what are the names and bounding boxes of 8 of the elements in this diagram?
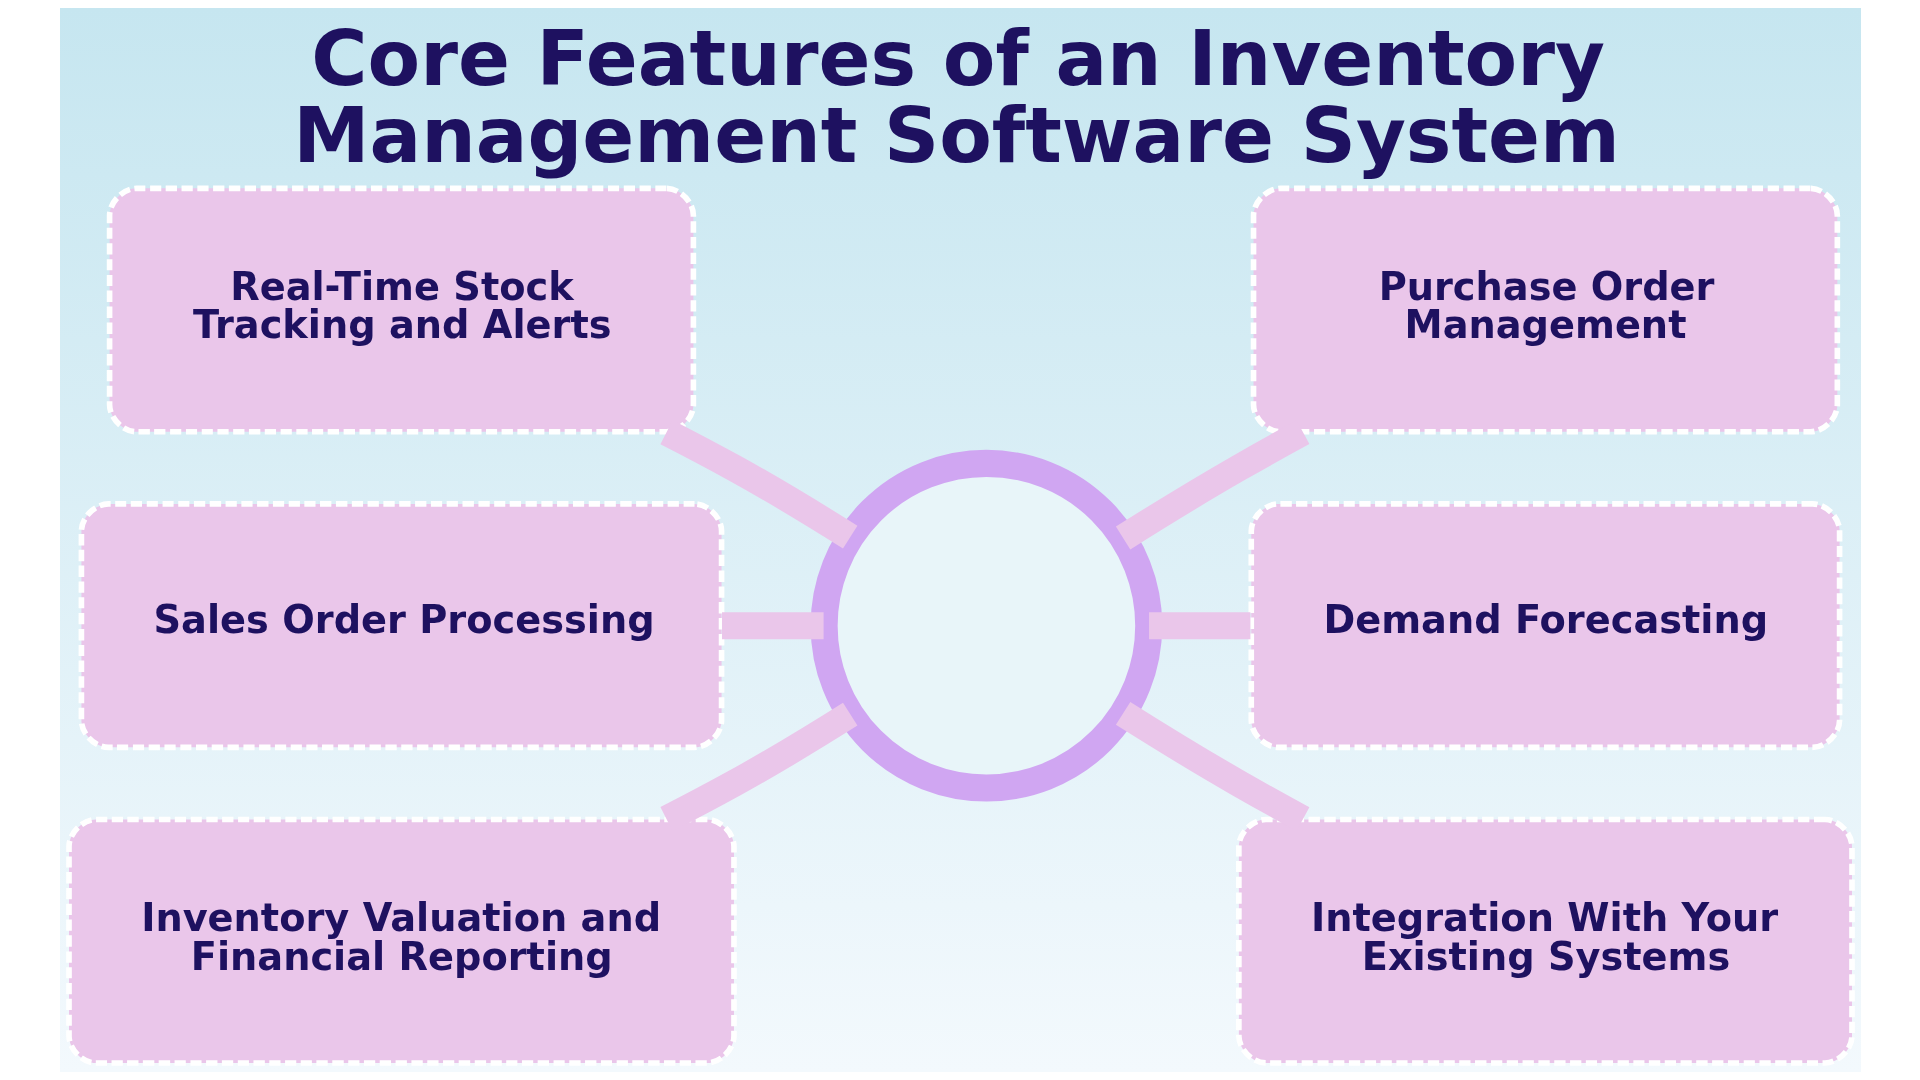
node-box: Inventory Valuation and Financial Reporting xyxy=(65,816,737,1066)
node-box: Integration With Your Existing Systems xyxy=(1235,816,1855,1066)
node-box: Sales Order Processing xyxy=(78,501,724,751)
node-circle xyxy=(810,449,1162,802)
node-box: Real-Time Stock Tracking and Alerts xyxy=(106,185,696,435)
node-box: Purchase Order Management xyxy=(1250,185,1840,435)
diagram-title: Core Features of an Inventory Management Software System xyxy=(292,14,1620,180)
node-box: Demand Forecasting xyxy=(1247,501,1842,751)
